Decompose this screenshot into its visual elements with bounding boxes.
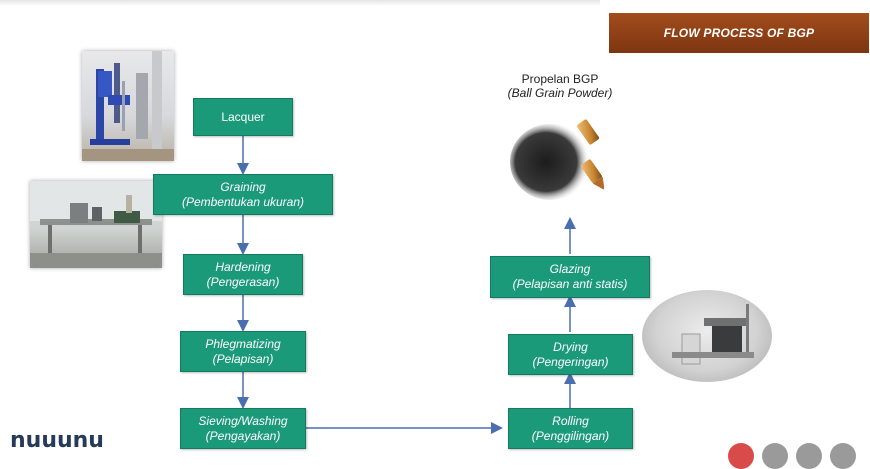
step-label: Rolling	[552, 413, 589, 428]
footer-dot	[830, 443, 856, 469]
step-graining: Graining (Pembentukan ukuran)	[153, 174, 333, 215]
product-subtitle: (Ball Grain Powder)	[507, 86, 613, 100]
drying-equipment-photo	[642, 290, 772, 382]
step-hardening: Hardening (Pengerasan)	[183, 254, 303, 295]
flow-arrows	[237, 136, 576, 434]
footer-dot	[728, 443, 754, 469]
mixer-photo	[82, 51, 174, 161]
step-label: Lacquer	[221, 109, 265, 124]
top-fade	[0, 0, 600, 6]
step-sublabel: (Pelapisan)	[212, 351, 274, 366]
step-drying: Drying (Pengeringan)	[508, 334, 633, 375]
step-sublabel: (Pengerasan)	[206, 274, 280, 289]
banner-title: FLOW PROCESS OF BGP	[663, 26, 815, 40]
product-title: Propelan BGP (Ball Grain Powder)	[500, 72, 620, 100]
product-name: Propelan BGP	[521, 72, 599, 86]
step-glazing: Glazing (Pelapisan anti statis)	[490, 256, 650, 298]
step-sublabel: (Pembentukan ukuran)	[181, 194, 305, 209]
step-label: Hardening	[215, 259, 271, 274]
step-label: Graining	[220, 179, 266, 194]
footer-dot	[796, 443, 822, 469]
step-sublabel: (Penggilingan)	[531, 428, 610, 443]
step-label: Sieving/Washing	[198, 413, 288, 428]
step-sublabel: (Pengayakan)	[205, 428, 281, 443]
powder-image	[510, 119, 604, 200]
graining-equipment-photo	[30, 181, 162, 268]
footer-dot	[762, 443, 788, 469]
step-sublabel: (Pengeringan)	[532, 354, 609, 369]
company-logo: nuuunu	[10, 428, 104, 455]
step-lacquer: Lacquer	[193, 98, 293, 136]
step-phlegmatizing: Phlegmatizing (Pelapisan)	[180, 331, 306, 372]
step-sieving-washing: Sieving/Washing (Pengayakan)	[180, 408, 306, 449]
step-rolling: Rolling (Penggilingan)	[508, 408, 633, 449]
step-label: Glazing	[549, 262, 591, 276]
title-banner: FLOW PROCESS OF BGP	[609, 13, 869, 53]
logo-text: nuuunu	[10, 428, 104, 453]
step-sublabel: (Pelapisan anti statis)	[512, 277, 628, 291]
step-label: Drying	[553, 339, 588, 354]
step-label: Phlegmatizing	[205, 336, 281, 351]
